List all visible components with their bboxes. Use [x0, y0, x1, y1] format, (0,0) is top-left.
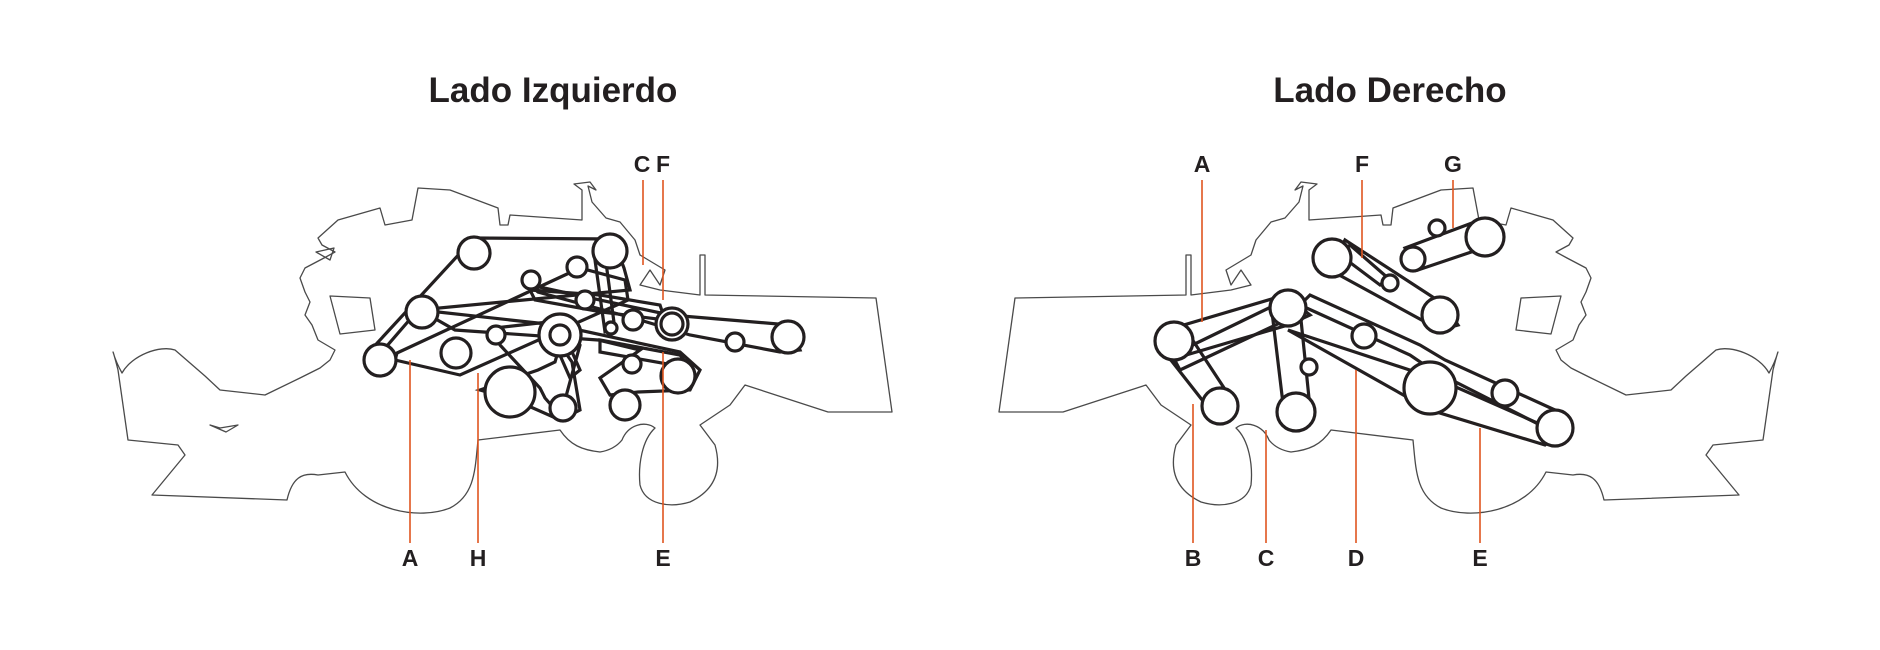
pulley [1535, 408, 1575, 448]
pulley [608, 388, 642, 422]
panel-left-title: Lado Izquierdo [429, 71, 678, 110]
pulley [483, 365, 537, 419]
callout-label: C [634, 151, 651, 177]
pulley [439, 336, 473, 370]
left-machine-outline [112, 181, 893, 514]
pulley [1268, 288, 1308, 328]
left-pulleys [362, 232, 806, 423]
callout-label: A [1194, 151, 1211, 177]
pulley [565, 255, 589, 279]
pulley [1299, 357, 1319, 377]
pulley [1490, 378, 1520, 408]
right-machine-outline [998, 181, 1779, 514]
pulley [1311, 237, 1353, 279]
pulley [362, 342, 398, 378]
pulley [724, 331, 746, 353]
pulley [548, 393, 578, 423]
pulley [520, 269, 542, 291]
pulley [659, 311, 685, 337]
pulley [603, 320, 619, 336]
callout-label: C [1258, 545, 1275, 571]
pulley [1153, 320, 1195, 362]
panel-left: Lado Izquierdo [112, 71, 893, 571]
right-pulleys [1153, 216, 1575, 448]
pulley [621, 353, 643, 375]
pulley [1464, 216, 1506, 258]
right-leaders [1192, 180, 1481, 543]
pulley [1399, 245, 1427, 273]
callout-label: F [1355, 151, 1369, 177]
pulley [456, 235, 492, 271]
pulley [1420, 295, 1460, 335]
pulley [1350, 322, 1378, 350]
pulley [485, 324, 507, 346]
pulley [1275, 391, 1317, 433]
pulley [591, 232, 629, 270]
pulley [404, 294, 440, 330]
callout-label: H [470, 545, 487, 571]
pulley [1427, 218, 1447, 238]
pulley [770, 319, 806, 355]
callout-label: G [1444, 151, 1462, 177]
callout-label: B [1185, 545, 1202, 571]
pulley [659, 357, 697, 395]
pulley [1380, 273, 1400, 293]
callout-label: A [402, 545, 419, 571]
panel-right: Lado Derecho [998, 71, 1779, 571]
pulley [548, 323, 572, 347]
callout-label: E [655, 545, 670, 571]
pulley [574, 289, 596, 311]
callout-label: E [1472, 545, 1487, 571]
pulley [1402, 360, 1458, 416]
left-leaders [409, 180, 664, 543]
callout-label: F [656, 151, 670, 177]
pulley [621, 308, 645, 332]
callout-label: D [1348, 545, 1365, 571]
pulley [1200, 386, 1240, 426]
panel-right-title: Lado Derecho [1273, 71, 1506, 110]
